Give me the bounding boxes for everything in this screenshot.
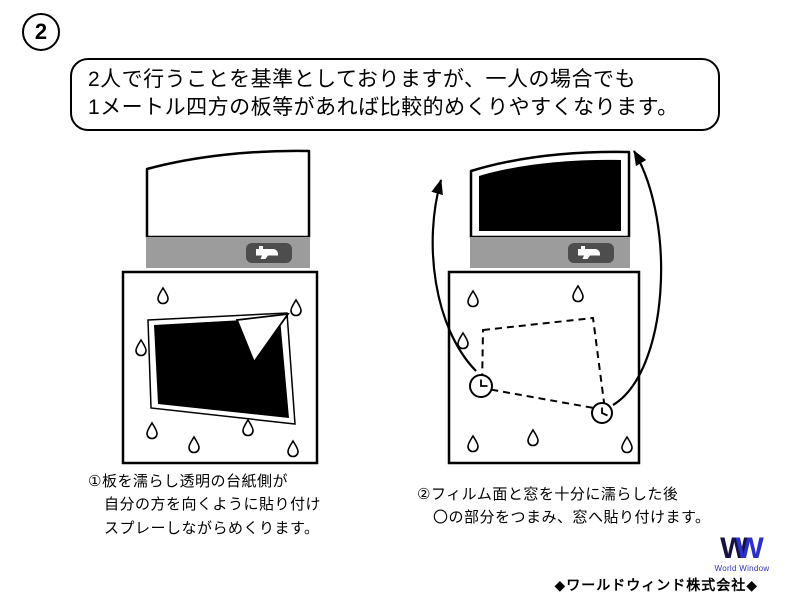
- step-number: 2: [34, 19, 48, 44]
- caption-step1-line2: 自分の方を向くように貼り付け: [104, 496, 322, 514]
- caption-step2-line1: ②フィルム面と窓を十分に濡らした後: [417, 486, 679, 503]
- logo-letter-secondary: W: [735, 532, 764, 565]
- logo-letter-primary: W: [720, 532, 749, 565]
- apply-arrow-right: [612, 150, 663, 406]
- intro-line2: 1メートル四方の板等があれば比較的めくりやすくなります。: [88, 95, 679, 119]
- intro-line1: 2人で行うことを基準としておりますが、一人の場合でも: [88, 68, 636, 91]
- caption-step1: ①板を濡らし透明の台紙側が 自分の方を向くように貼り付け スプレーしながらめくり…: [88, 470, 321, 540]
- wet-board-right: [447, 270, 641, 465]
- removed-film-dashed-outline: [480, 316, 607, 412]
- intro-note: 2人で行うことを基準としておりますが、一人の場合でも 1メートル四方の板等があれ…: [70, 58, 720, 132]
- step-number-badge: 2: [22, 13, 60, 51]
- logo-ww-mark: WW: [706, 534, 778, 564]
- logo-caption: World Window: [714, 564, 770, 573]
- pinch-point-left: [469, 374, 493, 398]
- backing-sheet-outline: [147, 312, 296, 425]
- apply-arrow-left: [431, 179, 477, 372]
- pinch-point-circle-icon: [480, 379, 488, 387]
- caption-step2: ②フィルム面と窓を十分に濡らした後 〇の部分をつまみ、窓へ貼り付けます。: [417, 483, 711, 530]
- caption-step1-line1: ①板を濡らし透明の台紙側が: [88, 473, 288, 490]
- applied-tint-film: [479, 159, 621, 231]
- pinch-point-right: [591, 402, 613, 424]
- film-on-backing: [147, 312, 296, 425]
- step1-illustration: [121, 149, 319, 465]
- peeled-corner-fold: [235, 312, 290, 364]
- company-logo: WW World Window: [706, 534, 778, 573]
- company-name: ◆ワールドウィンド株式会社◆: [554, 577, 758, 593]
- caption-step1-line3: スプレーしながらめくります。: [104, 519, 320, 537]
- step2-illustration: [431, 150, 663, 465]
- pinch-point-circle-icon: [601, 407, 608, 417]
- car-window-left: [145, 149, 311, 239]
- caption-step2-line2: 〇の部分をつまみ、窓へ貼り付けます。: [433, 509, 711, 527]
